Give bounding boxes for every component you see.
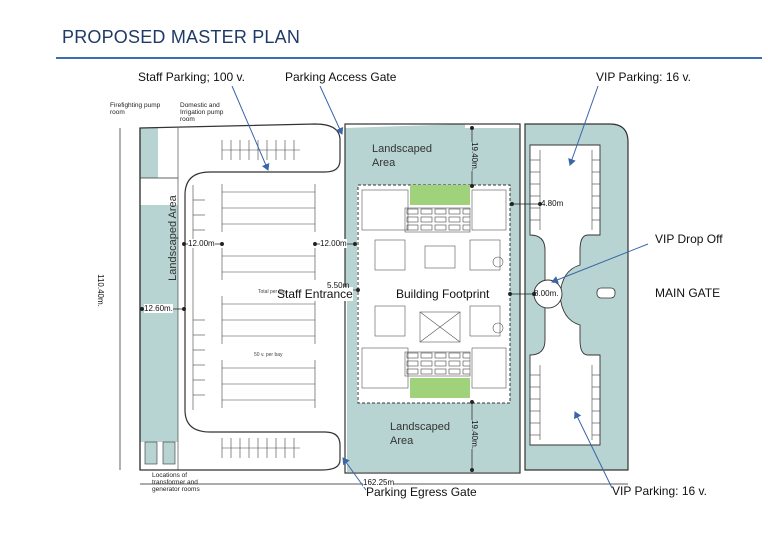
bay-count-note: 50 v. per bay — [254, 352, 283, 358]
generator-room — [162, 441, 176, 465]
landscaped-strip-left — [140, 205, 178, 442]
aisle-left-dimension: 12.00m — [188, 239, 215, 248]
parking-egress-gate-label: Parking Egress Gate — [366, 485, 477, 499]
dropoff-diameter-dimension: 8.00m. — [534, 289, 559, 298]
overall-height-dimension: 110.40m. — [95, 274, 105, 307]
callout-arrows — [231, 85, 649, 491]
landscaped-area-top — [347, 128, 520, 190]
top-setback-dimension: 19.40m. — [469, 142, 479, 171]
landscaped-area-bottom-label: Landscaped Area — [390, 421, 450, 447]
landscaped-area-left-label: Landscaped Area — [167, 195, 179, 281]
strip-width-dimension: 12.60m. — [144, 304, 173, 313]
gate-house — [596, 287, 616, 299]
staff-entrance-label: Staff Entrance — [277, 287, 353, 301]
total-per-bay-note: Total per bay — [258, 289, 287, 295]
overall-width-dimension: 162.25m — [363, 478, 395, 487]
parking-stalls — [192, 140, 316, 458]
aisle-right-dimension: 12.00m — [320, 239, 347, 248]
courtyard-bottom — [410, 378, 470, 398]
courtyard-top — [410, 185, 470, 205]
vip-parking-bottom-label: VIP Parking: 16 v. — [612, 484, 707, 498]
vip-drop-off-label: VIP Drop Off — [655, 232, 723, 246]
staff-parking-site — [139, 123, 341, 471]
vip-site — [524, 123, 629, 471]
page-title: PROPOSED MASTER PLAN — [62, 27, 301, 47]
firefighting-note: Firefighting pump room — [110, 102, 161, 116]
vip-parking-top-label: VIP Parking: 16 v. — [596, 70, 691, 84]
vip-gap-dimension: 4.80m — [541, 199, 564, 208]
title-underline — [56, 57, 762, 59]
bottom-setback-dimension: 19.40m. — [469, 420, 479, 449]
parking-access-gate-label: Parking Access Gate — [285, 70, 397, 84]
landscaped-area-top-label: Landscaped Area — [372, 143, 432, 169]
staff-parking-label: Staff Parking; 100 v. — [138, 70, 245, 84]
transformer-note: Locations of transformer and generator r… — [152, 472, 200, 493]
entrance-gap-dimension: 5.50m — [327, 281, 350, 290]
main-gate-label: MAIN GATE — [655, 286, 721, 300]
domestic-note: Domestic and Irrigation pump room — [180, 102, 224, 123]
firefighting-pump-room — [140, 128, 158, 178]
building-footprint-label: Building Footprint — [396, 287, 490, 301]
landscaped-area-bottom — [347, 400, 520, 472]
vip-stalls — [530, 150, 600, 440]
transformer-room — [144, 441, 158, 465]
